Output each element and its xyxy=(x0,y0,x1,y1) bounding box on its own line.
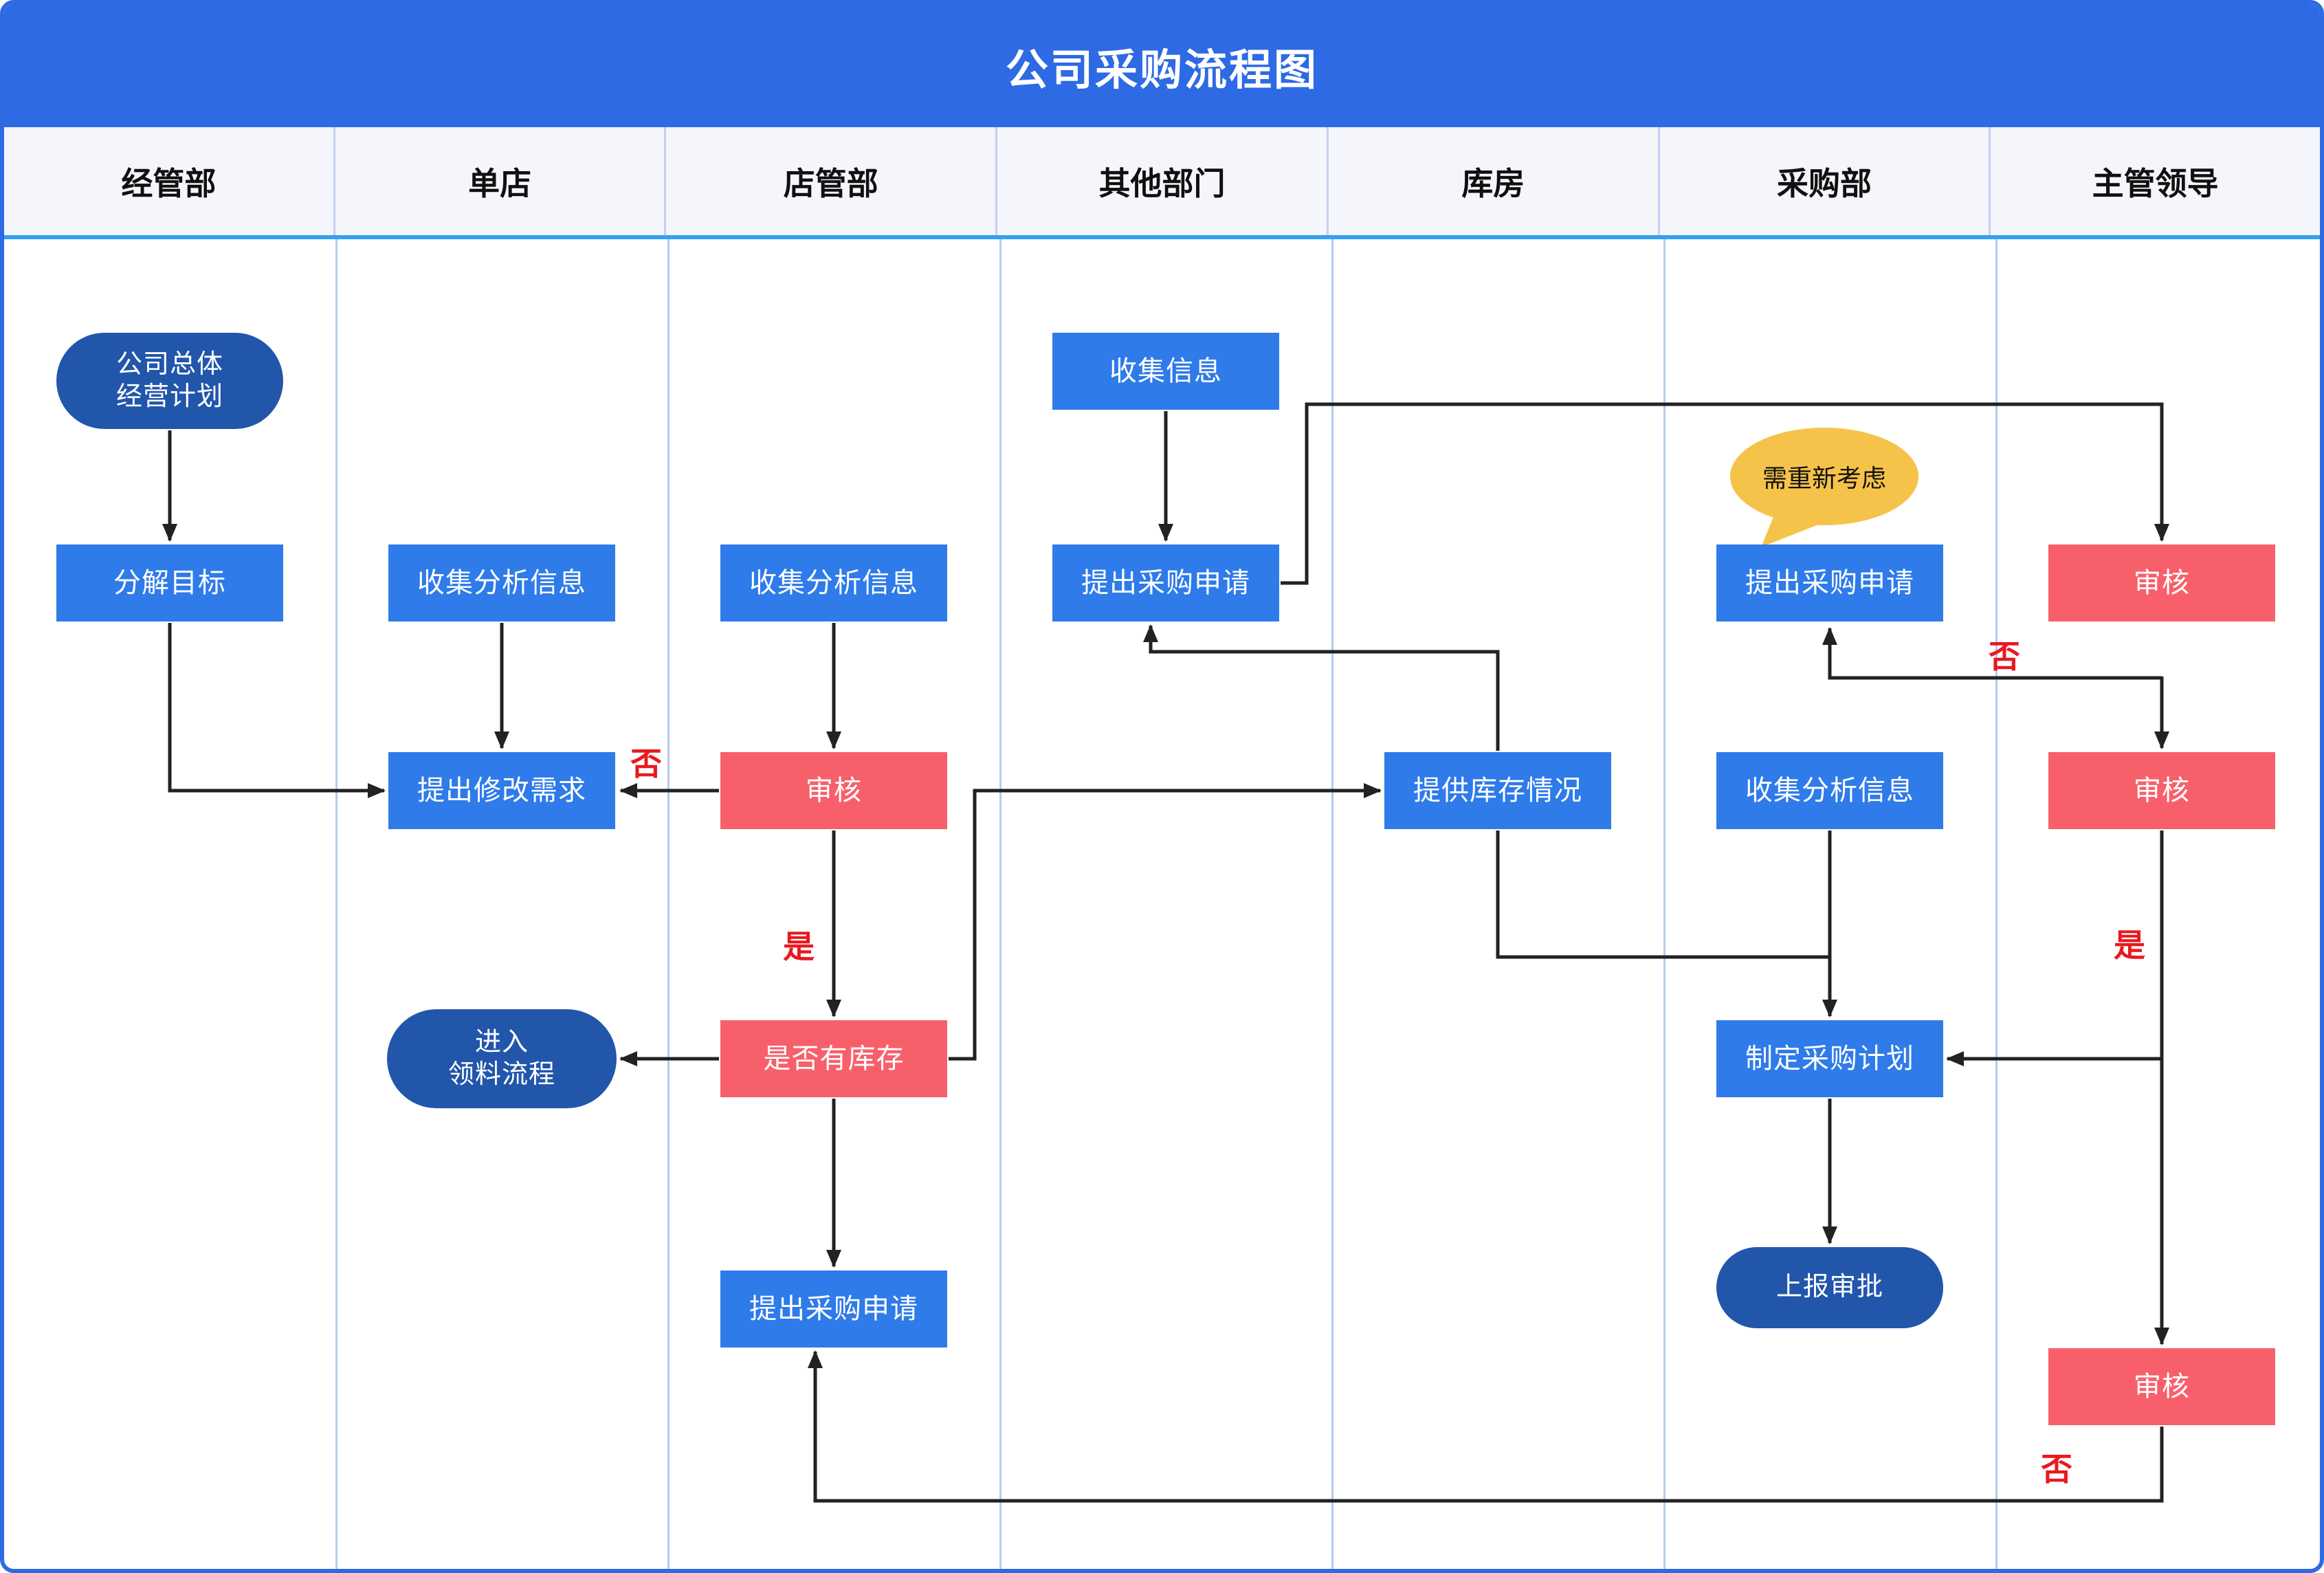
node-enter-picking-process: 进入 领料流程 xyxy=(387,1009,617,1108)
node-collect-info: 收集信息 xyxy=(1052,333,1279,410)
decision-label-no-review-dianguan: 否 xyxy=(630,746,662,782)
edge-review3-no-to-purchase-request xyxy=(808,1350,2164,1503)
edge-provide-stock-to-plan-junction xyxy=(1496,830,1830,959)
lane-divider-2 xyxy=(667,239,669,1569)
lane-header-kufang: 库房 xyxy=(1329,127,1660,235)
decision-label-no-review-leader-1: 否 xyxy=(1989,639,2020,674)
node-collect-analyze-caigou: 收集分析信息 xyxy=(1716,752,1943,829)
node-review-leader-2: 审核 xyxy=(2048,752,2275,829)
node-review-leader-3: 审核 xyxy=(2048,1348,2275,1425)
lane-header-zhuguanlingdao: 主管领导 xyxy=(2092,166,2219,201)
lane-header-caigoubu: 采购部 xyxy=(1660,127,1991,235)
edge-decompose-to-propose xyxy=(168,623,386,798)
lane-header-qitabumen: 其他部门 xyxy=(997,127,1329,235)
note-bubble-reconsider: 需重新考虑 xyxy=(1730,428,1918,525)
decision-label-yes-review-dianguan: 是 xyxy=(783,929,815,965)
lane-divider-3 xyxy=(999,239,1001,1569)
title-band: 公司采购流程图 xyxy=(4,4,2320,127)
lane-divider-5 xyxy=(1663,239,1665,1569)
node-purchase-request-other: 提出采购申请 xyxy=(1052,544,1279,622)
node-report-for-approval: 上报审批 xyxy=(1716,1247,1943,1328)
lane-header-dianguanbu: 店管部 xyxy=(666,127,998,235)
node-decompose-goal: 分解目标 xyxy=(56,544,283,622)
node-collect-analyze-dianguan: 收集分析信息 xyxy=(720,544,947,622)
node-stock-check: 是否有库存 xyxy=(720,1020,947,1097)
decision-label-no-review-leader-3: 否 xyxy=(2041,1451,2072,1487)
node-collect-analyze-dandian: 收集分析信息 xyxy=(388,544,615,622)
lane-header-dandian: 单店 xyxy=(335,127,667,235)
lane-divider-6 xyxy=(1995,239,1997,1569)
node-purchase-request-caigou: 提出采购申请 xyxy=(1716,544,1943,622)
node-purchase-request-dianguan: 提出采购申请 xyxy=(720,1270,947,1348)
edge-request-other-to-review1 xyxy=(1281,402,2169,585)
page-title: 公司采购流程图 xyxy=(1005,46,1318,94)
edge-provide-stock-to-request-other xyxy=(1143,624,1500,751)
lane-header-jingguanbu: 经管部 xyxy=(4,127,335,235)
lane-divider-1 xyxy=(335,239,337,1569)
connector-arrows xyxy=(162,402,2169,1503)
node-review-leader-1: 审核 xyxy=(2048,544,2275,622)
node-propose-changes: 提出修改需求 xyxy=(388,752,615,829)
lane-divider-4 xyxy=(1331,239,1333,1569)
node-provide-stock-status: 提供库存情况 xyxy=(1384,752,1611,829)
edge-stockcheck-to-provide-stock xyxy=(949,783,1382,1061)
decision-label-yes-review-leader-2: 是 xyxy=(2114,927,2145,963)
swimlane-header-row: 经管部 单店 店管部 其他部门 库房 采购部 主管领导 xyxy=(4,127,2320,239)
edge-no-loop-to-request-caigou xyxy=(1822,627,2162,680)
node-start-overall-plan: 公司总体 经营计划 xyxy=(56,333,283,429)
node-review-dianguan: 审核 xyxy=(720,752,947,829)
node-make-purchase-plan: 制定采购计划 xyxy=(1716,1020,1943,1097)
